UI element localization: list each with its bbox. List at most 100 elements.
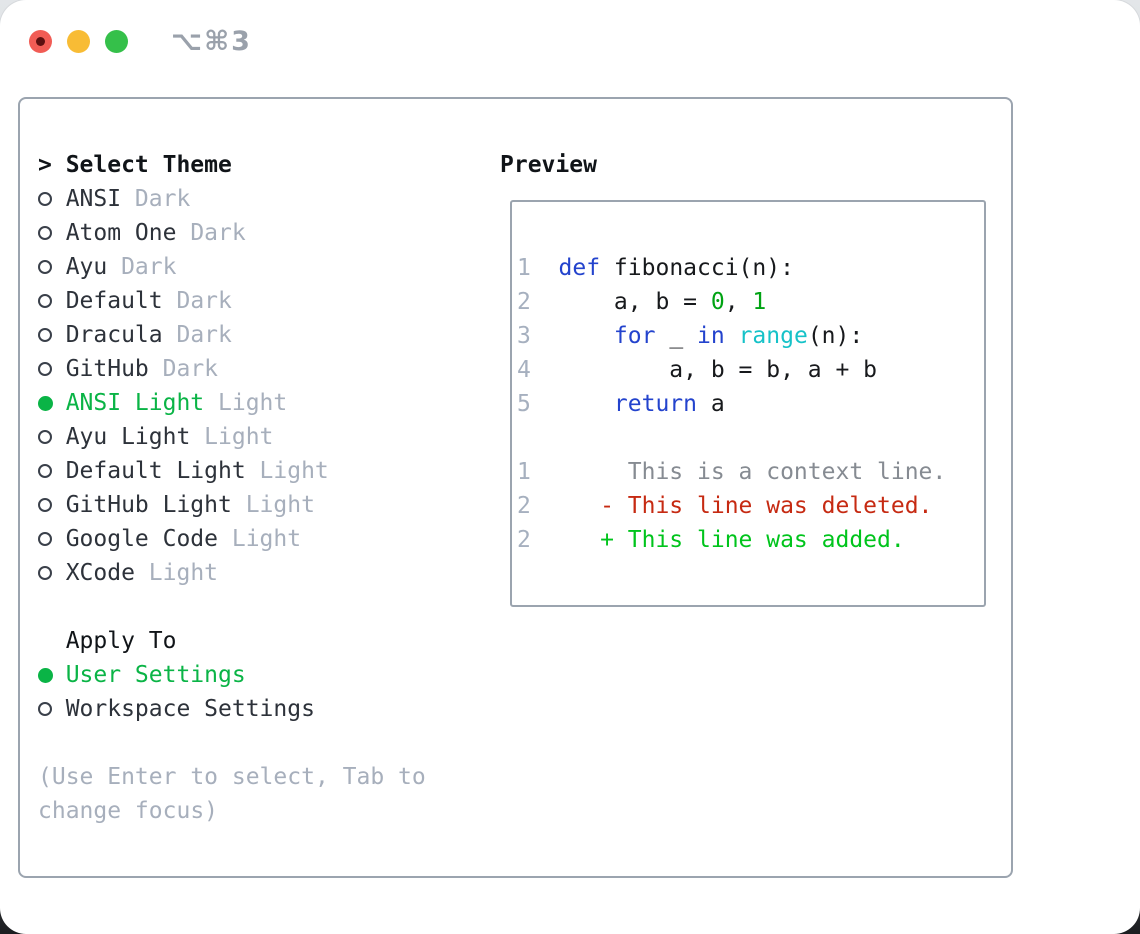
hint-line-2: change focus) [38,798,219,824]
code-segment: 1 [752,289,767,315]
theme-option[interactable]: XCode Light [38,556,426,590]
theme-variant: Light [148,560,219,586]
line-number: 4 [517,357,531,383]
radio-circle [38,328,52,342]
theme-variant: Dark [190,220,246,246]
theme-option[interactable]: Google Code Light [38,522,426,556]
radio-unselected-icon [38,328,66,342]
line-number: 1 [517,459,531,485]
radio-circle [38,566,52,580]
radio-circle [38,192,52,206]
radio-unselected-icon [38,430,66,444]
code-segment: for [613,323,656,349]
theme-variant: Light [259,458,329,484]
radio-unselected-icon [38,362,66,376]
radio-circle [38,226,52,240]
theme-name: Default Light [65,458,246,484]
theme-variant: Light [218,390,288,416]
theme-variant: Light [231,526,302,552]
radio-selected-icon [38,395,66,411]
theme-option[interactable]: Ayu Light Light [38,420,426,454]
line-number: 2 [517,289,531,315]
theme-name: ANSI [65,186,122,212]
radio-circle [38,430,52,444]
radio-circle [38,667,53,683]
radio-unselected-icon [38,498,66,512]
spacer [38,726,426,760]
cursor-prefix-icon: > [38,152,52,178]
theme-name: Dracula [65,322,163,348]
code-segment: a, b = [558,289,711,315]
radio-circle [38,294,52,308]
apply-to-option[interactable]: Workspace Settings [38,692,426,726]
theme-name: Ayu Light [65,424,191,450]
radio-circle [38,464,52,478]
theme-option[interactable]: Dracula Dark [38,318,426,352]
theme-name: XCode [65,560,135,586]
theme-name: Default [65,288,163,314]
code-line: 1 This is a context line. [517,455,984,489]
code-segment: a [697,391,725,417]
theme-variant: Dark [176,322,232,348]
code-segment [559,323,614,349]
select-theme-title: Select Theme [65,152,232,178]
radio-circle [38,532,52,546]
code-line: 5 return a [517,387,984,421]
theme-option[interactable]: Default Dark [38,284,426,318]
theme-name: Ayu [65,254,108,280]
code-segment: fibonacci(n): [600,255,794,281]
theme-variant: Light [204,424,274,450]
radio-circle [38,260,52,274]
theme-option[interactable]: ANSI Light Light [38,386,426,420]
hint-line-1: (Use Enter to select, Tab to [38,764,426,790]
radio-unselected-icon [38,260,66,274]
radio-unselected-icon [38,226,66,240]
radio-unselected-icon [38,532,66,546]
select-theme-header: > Select Theme [38,148,426,182]
code-segment [559,391,614,417]
code-line: 2 a, b = 0, 1 [517,285,984,319]
radio-unselected-icon [38,192,66,206]
code-line [517,421,984,455]
preview-title: Preview [500,152,597,178]
theme-name: Google Code [65,526,219,552]
code-segment: 0 [710,289,725,315]
line-number: 2 [517,527,531,553]
code-segment: , [724,289,753,315]
code-segment: a, b = b, a + b [558,357,878,383]
code-line: 3 for _ in range(n): [517,319,984,353]
theme-variant: Dark [176,288,232,314]
code-segment: def [558,255,601,281]
apply-to-title: Apply To [65,628,177,654]
radio-circle [38,395,53,411]
line-number: 1 [517,255,531,281]
apply-to-option[interactable]: User Settings [38,658,426,692]
close-button[interactable] [29,30,52,53]
radio-circle [38,702,52,716]
theme-option[interactable]: Default Light Light [38,454,426,488]
code-segment: This is a context line. [558,459,947,485]
apply-to-header: Apply To [38,624,426,658]
radio-unselected-icon [38,566,66,580]
code-segment: - This line was deleted. [558,493,933,519]
titlebar: ⌥⌘3 [29,26,252,57]
code-line: 2 + This line was added. [517,523,984,557]
theme-name: ANSI Light [65,390,205,416]
radio-circle [38,498,52,512]
radio-selected-icon [38,667,66,683]
zoom-button[interactable] [105,30,128,53]
minimize-button[interactable] [67,30,90,53]
line-number: 2 [517,493,531,519]
code-segment: range [738,323,808,349]
line-number: 3 [517,323,531,349]
